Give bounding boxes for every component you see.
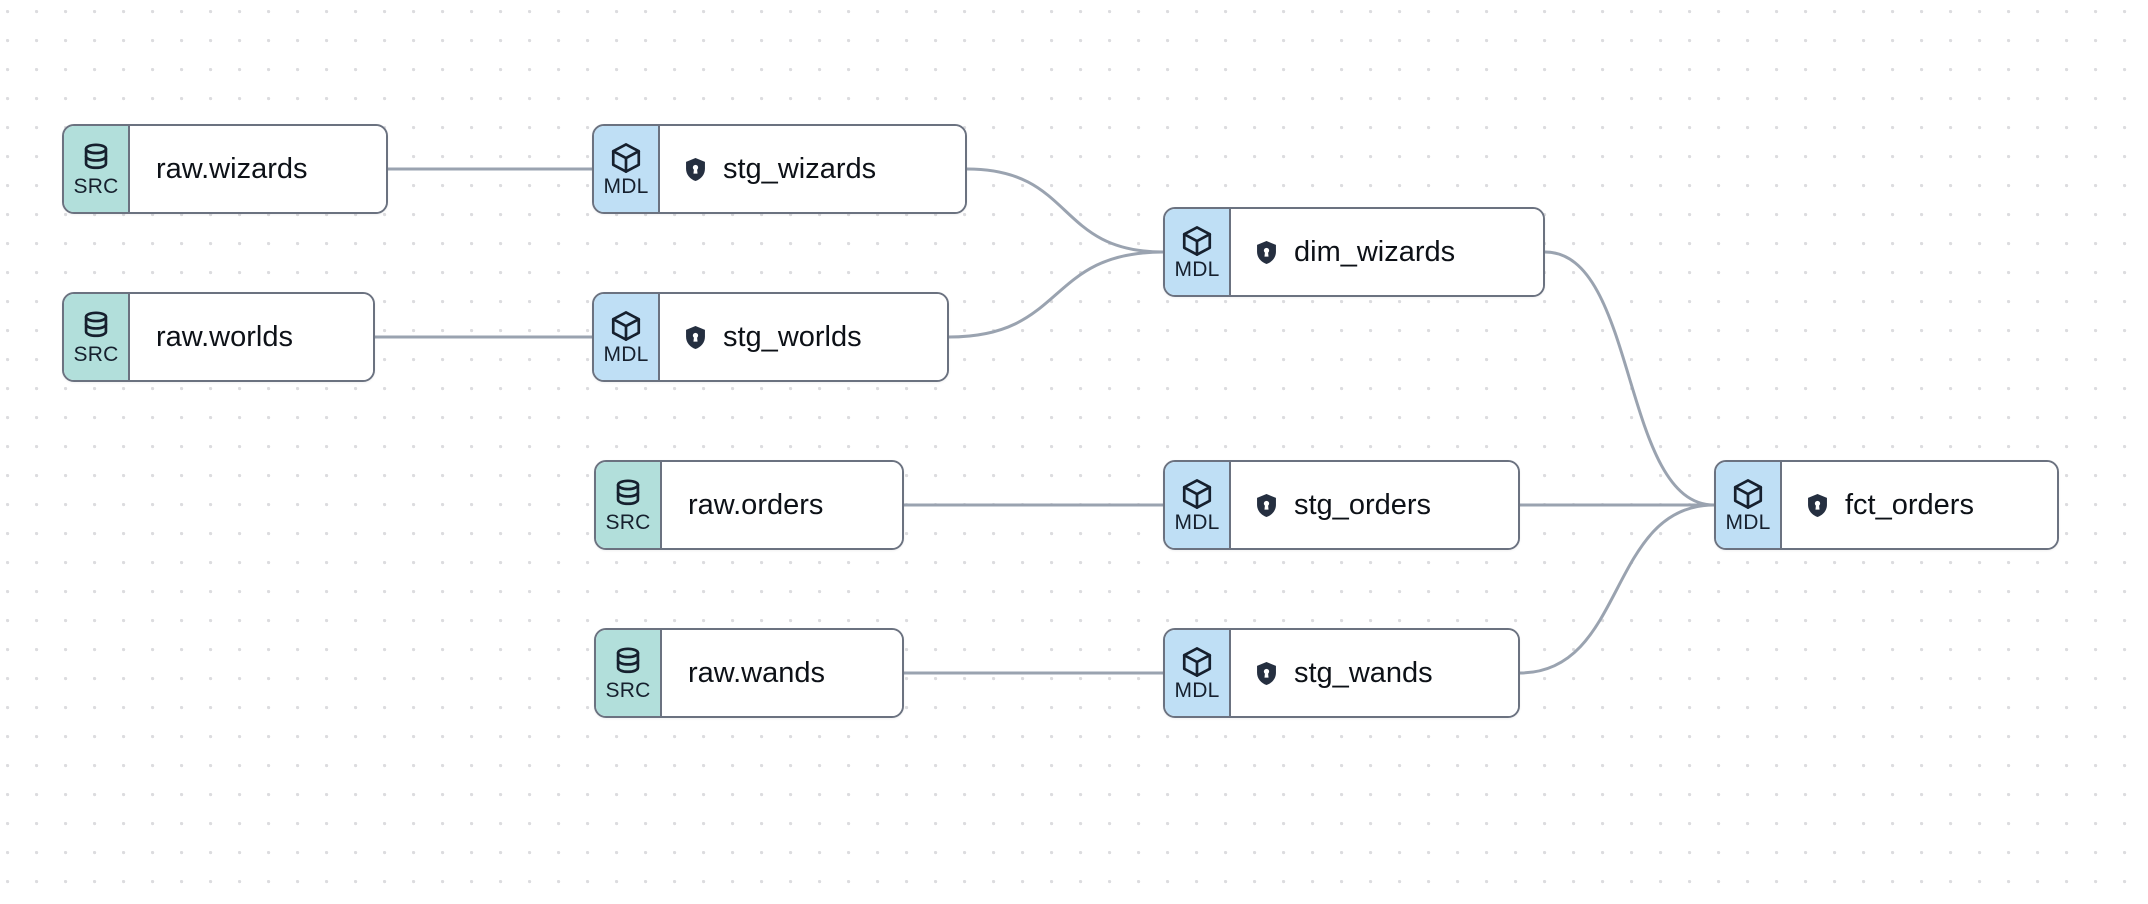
node-label: raw.orders bbox=[688, 489, 824, 521]
node-label: fct_orders bbox=[1845, 489, 1974, 521]
node-body: raw.orders bbox=[662, 462, 902, 548]
node-label: stg_wands bbox=[1294, 657, 1433, 689]
node-type-badge-mdl: MDL bbox=[594, 126, 660, 212]
badge-label: SRC bbox=[73, 175, 119, 198]
badge-label: SRC bbox=[605, 679, 651, 702]
node-label: raw.worlds bbox=[156, 321, 293, 353]
node-label: stg_wizards bbox=[723, 153, 877, 185]
badge-label: SRC bbox=[605, 511, 651, 534]
node-fct_orders[interactable]: MDL fct_orders bbox=[1714, 460, 2059, 550]
node-label: stg_orders bbox=[1294, 489, 1432, 521]
badge-label: MDL bbox=[603, 343, 649, 366]
node-label: raw.wands bbox=[688, 657, 826, 689]
node-dim_wizards[interactable]: MDL dim_wizards bbox=[1163, 207, 1545, 297]
node-body: stg_wands bbox=[1231, 630, 1518, 716]
cube-icon bbox=[1731, 477, 1765, 511]
cube-icon bbox=[609, 309, 643, 343]
node-raw_orders[interactable]: SRC raw.orders bbox=[594, 460, 904, 550]
node-label: dim_wizards bbox=[1294, 236, 1456, 268]
cube-icon bbox=[1180, 477, 1214, 511]
cube-icon bbox=[1180, 645, 1214, 679]
cube-icon bbox=[609, 141, 643, 175]
badge-label: MDL bbox=[1174, 679, 1220, 702]
node-body: stg_worlds bbox=[660, 294, 947, 380]
node-body: raw.wands bbox=[662, 630, 902, 716]
node-body: raw.worlds bbox=[130, 294, 373, 380]
node-label: raw.wizards bbox=[156, 153, 308, 185]
node-body: raw.wizards bbox=[130, 126, 386, 212]
node-raw_wands[interactable]: SRC raw.wands bbox=[594, 628, 904, 718]
edge-stg_wizards-to-dim_wizards bbox=[965, 167, 1165, 254]
node-type-badge-src: SRC bbox=[64, 126, 130, 212]
node-stg_wands[interactable]: MDL stg_wands bbox=[1163, 628, 1520, 718]
database-icon bbox=[611, 477, 645, 511]
badge-label: MDL bbox=[1174, 258, 1220, 281]
database-icon bbox=[611, 645, 645, 679]
node-type-badge-mdl: MDL bbox=[1165, 462, 1231, 548]
node-stg_worlds[interactable]: MDL stg_worlds bbox=[592, 292, 949, 382]
edge-stg_worlds-to-dim_wizards bbox=[947, 250, 1165, 339]
database-icon bbox=[79, 141, 113, 175]
node-body: stg_orders bbox=[1231, 462, 1518, 548]
badge-label: MDL bbox=[1725, 511, 1771, 534]
node-body: fct_orders bbox=[1782, 462, 2057, 548]
node-stg_orders[interactable]: MDL stg_orders bbox=[1163, 460, 1520, 550]
node-type-badge-mdl: MDL bbox=[1716, 462, 1782, 548]
badge-label: SRC bbox=[73, 343, 119, 366]
badge-label: MDL bbox=[1174, 511, 1220, 534]
node-raw_wizards[interactable]: SRC raw.wizards bbox=[62, 124, 388, 214]
edge-dim_wizards-to-fct_orders bbox=[1543, 250, 1716, 507]
shield-lock-icon bbox=[1253, 239, 1280, 266]
node-label: stg_worlds bbox=[723, 321, 862, 353]
node-type-badge-src: SRC bbox=[64, 294, 130, 380]
database-icon bbox=[79, 309, 113, 343]
shield-lock-icon bbox=[682, 324, 709, 351]
shield-lock-icon bbox=[682, 156, 709, 183]
badge-label: MDL bbox=[603, 175, 649, 198]
node-type-badge-mdl: MDL bbox=[1165, 630, 1231, 716]
node-body: stg_wizards bbox=[660, 126, 965, 212]
shield-lock-icon bbox=[1253, 492, 1280, 519]
node-stg_wizards[interactable]: MDL stg_wizards bbox=[592, 124, 967, 214]
shield-lock-icon bbox=[1804, 492, 1831, 519]
node-type-badge-src: SRC bbox=[596, 630, 662, 716]
node-type-badge-mdl: MDL bbox=[594, 294, 660, 380]
edge-stg_wands-to-fct_orders bbox=[1518, 503, 1716, 675]
cube-icon bbox=[1180, 224, 1214, 258]
shield-lock-icon bbox=[1253, 660, 1280, 687]
node-type-badge-src: SRC bbox=[596, 462, 662, 548]
node-raw_worlds[interactable]: SRC raw.worlds bbox=[62, 292, 375, 382]
node-type-badge-mdl: MDL bbox=[1165, 209, 1231, 295]
node-body: dim_wizards bbox=[1231, 209, 1543, 295]
